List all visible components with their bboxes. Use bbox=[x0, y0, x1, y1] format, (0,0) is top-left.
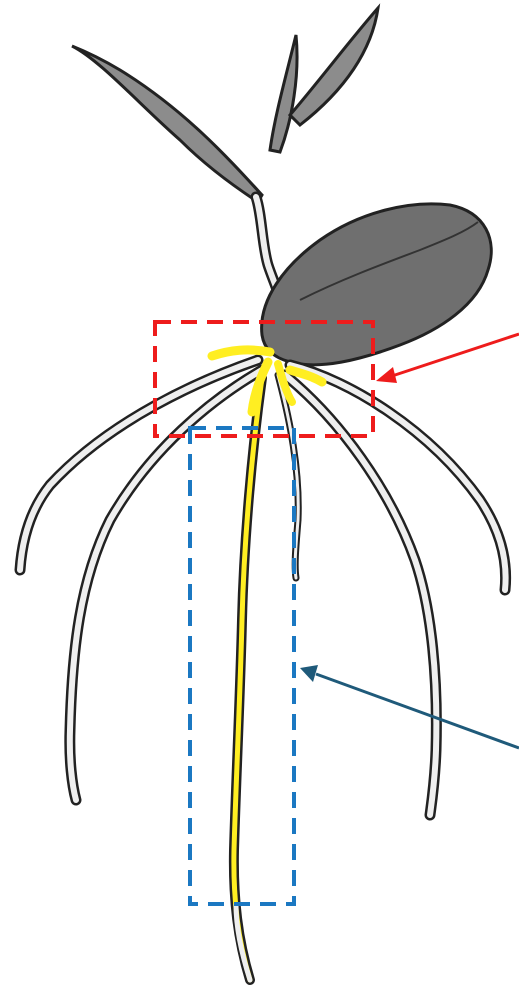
primary-root bbox=[234, 378, 262, 980]
right-leaf-upper bbox=[290, 8, 378, 125]
right-leaf-lower bbox=[270, 35, 297, 152]
primary-root-region-arrow bbox=[300, 665, 519, 748]
root-far-right bbox=[290, 365, 506, 590]
lateral-roots bbox=[20, 360, 506, 815]
leaves bbox=[72, 8, 378, 202]
seed-body bbox=[262, 204, 492, 365]
seed bbox=[262, 204, 492, 365]
root-right bbox=[285, 375, 436, 815]
left-leaf bbox=[72, 46, 262, 202]
